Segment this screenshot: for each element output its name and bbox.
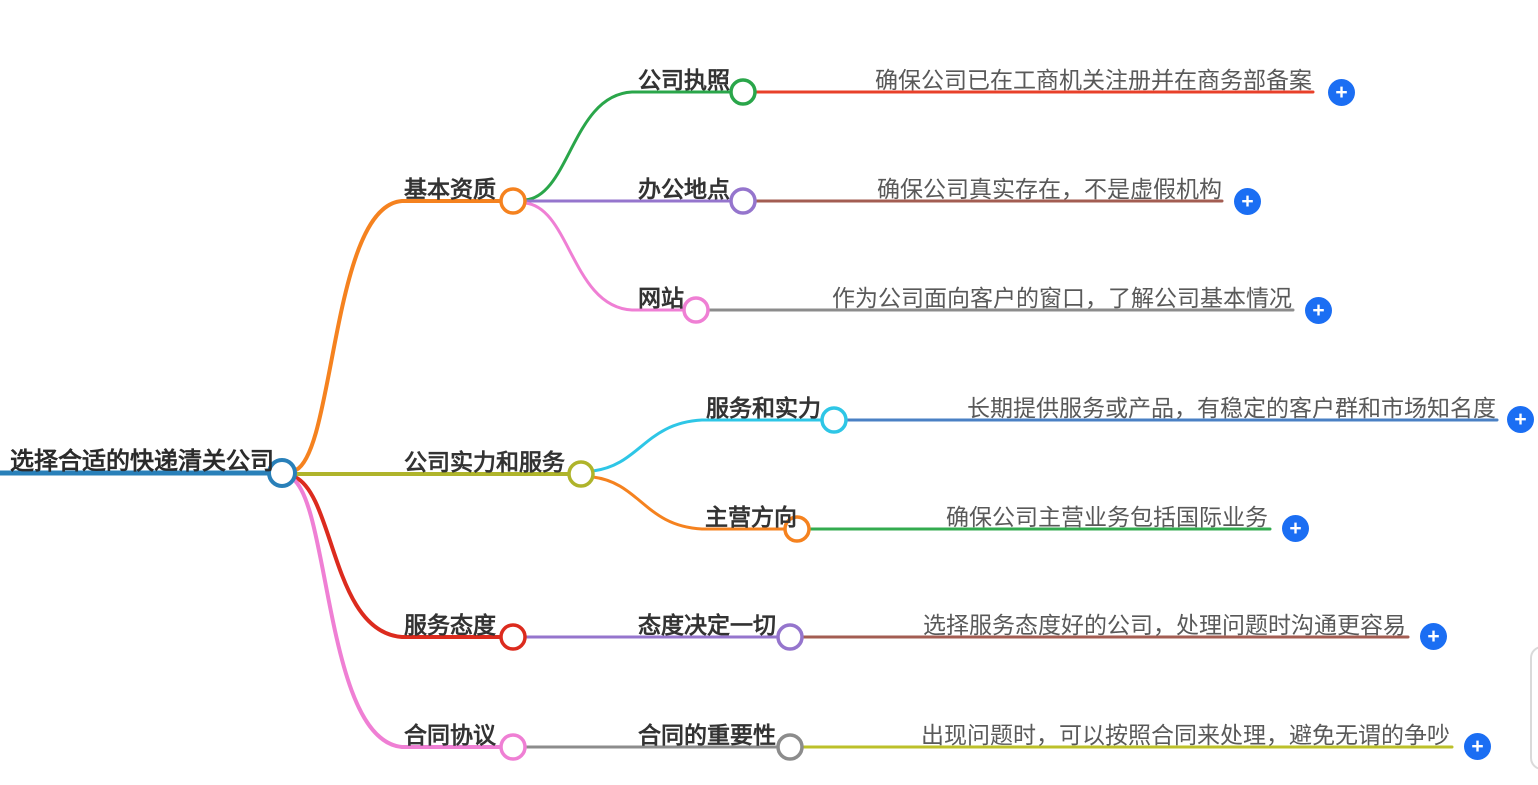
- add-child-button-website[interactable]: +: [1305, 297, 1332, 324]
- add-child-button-office[interactable]: +: [1234, 188, 1261, 215]
- note-attitude-decides[interactable]: 选择服务态度好的公司，处理问题时沟通更容易: [923, 612, 1406, 638]
- topic-contract-importance[interactable]: 合同的重要性: [638, 722, 776, 748]
- plus-icon: +: [1289, 517, 1302, 540]
- topic-contract[interactable]: 合同协议: [404, 722, 496, 748]
- node-handle-website[interactable]: [682, 296, 710, 324]
- plus-icon: +: [1312, 299, 1325, 322]
- topic-attitude-decides[interactable]: 态度决定一切: [638, 612, 776, 638]
- node-handle-service-and-strength[interactable]: [820, 406, 848, 434]
- edge-basic-website: [523, 201, 685, 312]
- edge-basic-license: [523, 90, 732, 202]
- node-handle-root[interactable]: [267, 458, 297, 488]
- plus-icon: +: [1427, 625, 1440, 648]
- edge-root-contract: [291, 477, 502, 749]
- topic-service-attitude[interactable]: 服务态度: [404, 612, 496, 638]
- topic-main-business[interactable]: 主营方向: [705, 504, 797, 530]
- topic-strength-service[interactable]: 公司实力和服务: [404, 449, 565, 475]
- topic-service-and-strength[interactable]: 服务和实力: [706, 395, 821, 421]
- plus-icon: +: [1335, 81, 1348, 104]
- plus-icon: +: [1471, 735, 1484, 758]
- note-service-and-strength[interactable]: 长期提供服务或产品，有稳定的客户群和市场知名度: [967, 395, 1496, 421]
- note-main-business[interactable]: 确保公司主营业务包括国际业务: [946, 504, 1268, 530]
- add-child-button-attitude[interactable]: +: [1420, 623, 1447, 650]
- note-contract-importance[interactable]: 出现问题时，可以按照合同来处理，避免无谓的争吵: [921, 722, 1450, 748]
- root-topic[interactable]: 选择合适的快递清关公司: [10, 448, 274, 475]
- plus-icon: +: [1241, 190, 1254, 213]
- node-handle-main-business[interactable]: [783, 515, 811, 543]
- add-child-button-servicepower[interactable]: +: [1507, 406, 1534, 433]
- node-handle-strength-service[interactable]: [567, 460, 595, 488]
- add-child-button-contract[interactable]: +: [1464, 733, 1491, 760]
- topic-website[interactable]: 网站: [638, 285, 684, 311]
- add-child-button-mainbusiness[interactable]: +: [1282, 515, 1309, 542]
- note-website[interactable]: 作为公司面向客户的窗口，了解公司基本情况: [832, 285, 1292, 311]
- edge-strength-mainbusiness: [591, 475, 786, 531]
- topic-company-license[interactable]: 公司执照: [638, 67, 730, 93]
- offscreen-panel-edge: [1530, 646, 1538, 770]
- node-handle-contract-importance[interactable]: [776, 733, 804, 761]
- topic-office-location[interactable]: 办公地点: [638, 176, 730, 202]
- edge-root-service-attitude: [293, 475, 502, 639]
- node-handle-company-license[interactable]: [729, 78, 757, 106]
- node-handle-attitude-decides[interactable]: [776, 623, 804, 651]
- topic-basic-qualifications[interactable]: 基本资质: [404, 176, 496, 202]
- plus-icon: +: [1514, 408, 1527, 431]
- node-handle-service-attitude[interactable]: [499, 623, 527, 651]
- edge-strength-servicepower: [591, 418, 823, 473]
- note-office-location[interactable]: 确保公司真实存在，不是虚假机构: [877, 176, 1222, 202]
- node-handle-basic-qualifications[interactable]: [499, 187, 527, 215]
- edge-root-basic-qualifications: [294, 199, 503, 472]
- node-handle-office-location[interactable]: [729, 187, 757, 215]
- node-handle-contract[interactable]: [499, 733, 527, 761]
- add-child-button-license[interactable]: +: [1328, 79, 1355, 106]
- note-company-license[interactable]: 确保公司已在工商机关注册并在商务部备案: [875, 67, 1312, 93]
